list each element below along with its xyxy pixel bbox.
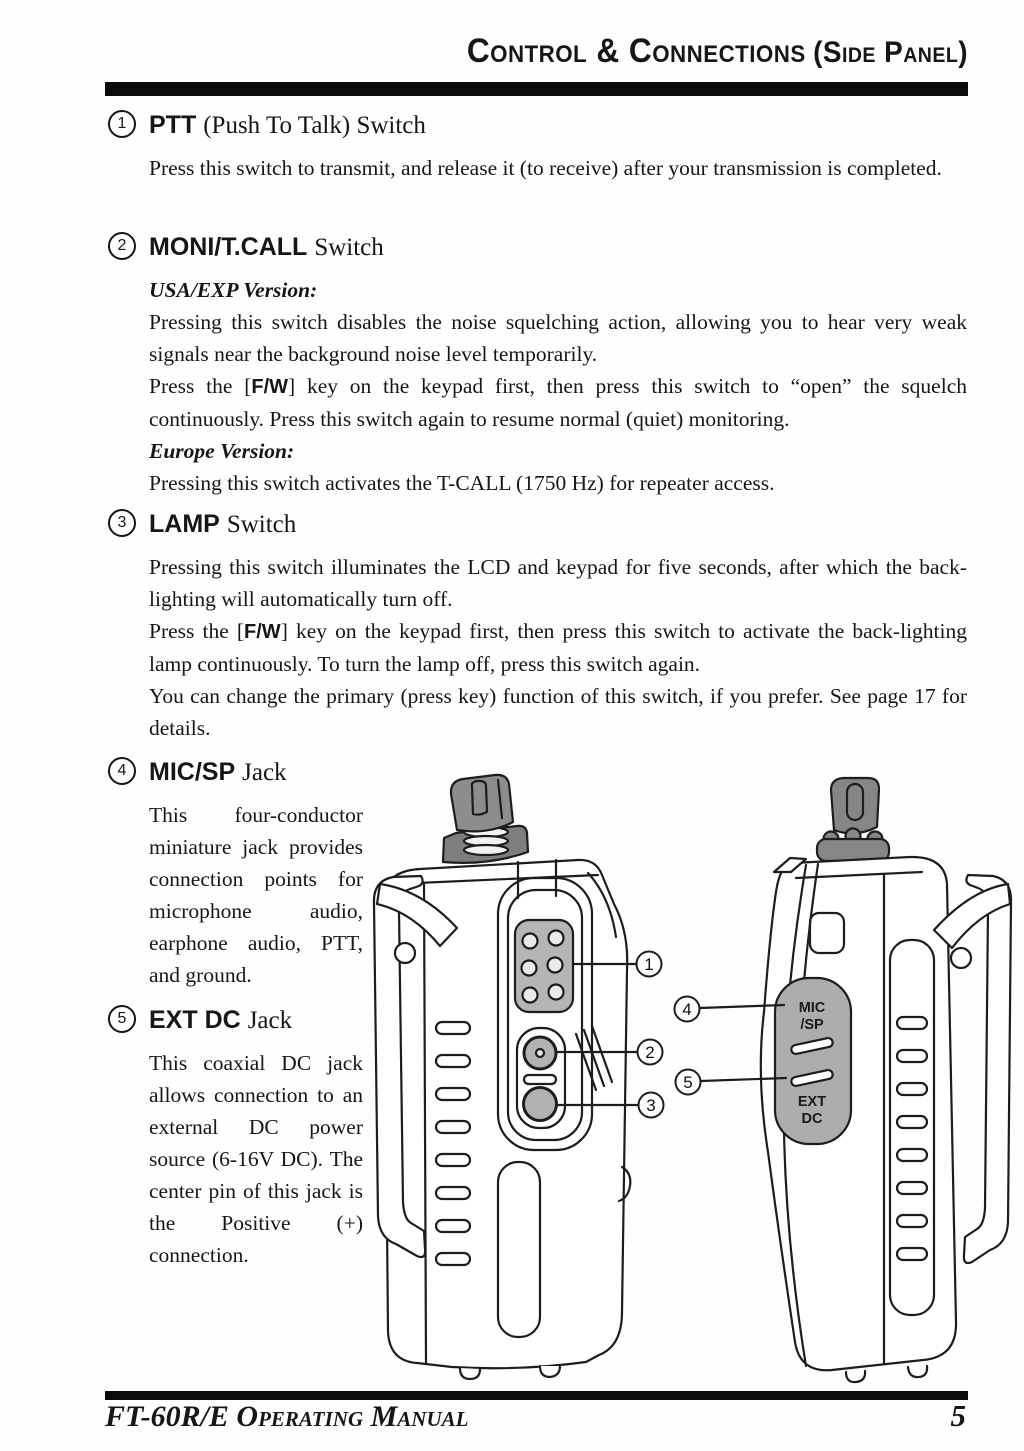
footer-rule xyxy=(105,1391,968,1400)
fw-key-label: F/W xyxy=(251,376,289,398)
jack-cover-panel: MIC /SP EXT DC xyxy=(773,976,853,1146)
subheading-europe: Europe Version: xyxy=(149,439,295,463)
section-paragraph: This four-conductor miniature jack pro­v… xyxy=(149,803,363,987)
ext-dc-label2: DC xyxy=(802,1111,823,1127)
right-radio-antenna xyxy=(815,776,891,863)
moni-button xyxy=(522,1035,558,1071)
callout-2: 2 xyxy=(556,1038,664,1066)
page-title-main: Control & Connections xyxy=(466,32,806,70)
section-number-badge: 5 xyxy=(108,1005,136,1033)
left-radio-body xyxy=(382,858,632,1381)
header-rule xyxy=(105,82,968,96)
section-paragraph: Press the [F/W] key on the keypad first,… xyxy=(149,619,967,676)
svg-text:5: 5 xyxy=(683,1073,692,1092)
section-paragraph: Pressing this switch illuminates the LCD… xyxy=(149,555,967,611)
section-number-badge: 2 xyxy=(108,232,136,260)
page-title-paren: (Side Panel) xyxy=(813,36,968,69)
callout-3: 3 xyxy=(556,1091,665,1119)
lamp-button xyxy=(522,1086,558,1122)
fw-key-label: F/W xyxy=(244,621,281,643)
section-paragraph: Pressing this switch activates the T-CAL… xyxy=(149,471,775,495)
cover-slot-top xyxy=(790,1036,834,1056)
right-radio-grip-ribs xyxy=(895,1015,929,1262)
callout-5: 5 xyxy=(674,1068,788,1096)
mic-sp-label2: /SP xyxy=(800,1017,824,1033)
right-radio-illustration: MIC /SP EXT DC 4 5 xyxy=(673,776,1013,1384)
section-paragraph: Press the [F/W] key on the keypad first,… xyxy=(149,374,967,431)
ext-dc-label: EXT xyxy=(798,1094,826,1110)
section-paragraph: Press this switch to transmit, and relea… xyxy=(149,156,942,180)
ptt-button xyxy=(513,918,575,1014)
footer-manual-title: FT-60R/E Operating Manual xyxy=(105,1400,469,1433)
separator-slot xyxy=(522,1073,558,1086)
left-radio-grip-ribs xyxy=(434,1020,472,1267)
section-number-badge: 3 xyxy=(108,509,136,537)
footer-page-number: 5 xyxy=(950,1398,967,1433)
callout-1: 1 xyxy=(572,950,663,978)
page-title: Control & Connections(Side Panel) xyxy=(164,32,968,71)
belt-clip-left xyxy=(372,874,459,1259)
section-number-badge: 4 xyxy=(108,757,136,785)
svg-text:1: 1 xyxy=(644,955,653,974)
section-paragraph: You can change the primary (press key) f… xyxy=(149,684,967,740)
mic-sp-label: MIC xyxy=(799,1000,826,1016)
section-heading: PTT(Push To Talk) Switch xyxy=(149,111,426,139)
moni-lamp-button-group xyxy=(515,1026,567,1130)
section-number-badge: 1 xyxy=(108,110,136,138)
svg-text:2: 2 xyxy=(645,1043,654,1062)
section-ptt: 1 PTT(Push To Talk) Switch Press this sw… xyxy=(105,107,967,184)
svg-text:3: 3 xyxy=(646,1096,655,1115)
left-radio-illustration: 1 2 3 xyxy=(372,773,665,1381)
cover-slot-bottom xyxy=(790,1068,834,1088)
left-radio-antenna xyxy=(441,773,530,864)
callout-4: 4 xyxy=(673,995,786,1023)
svg-text:4: 4 xyxy=(682,1000,691,1019)
section-paragraph: Pressing this switch disables the noise … xyxy=(149,310,967,366)
section-paragraph: This coaxial DC jack allows connection t… xyxy=(149,1051,363,1267)
belt-clip-right xyxy=(932,873,1013,1265)
side-panel-figure: 1 2 3 xyxy=(372,773,1013,1384)
subheading-usa-exp: USA/EXP Version: xyxy=(149,278,318,302)
